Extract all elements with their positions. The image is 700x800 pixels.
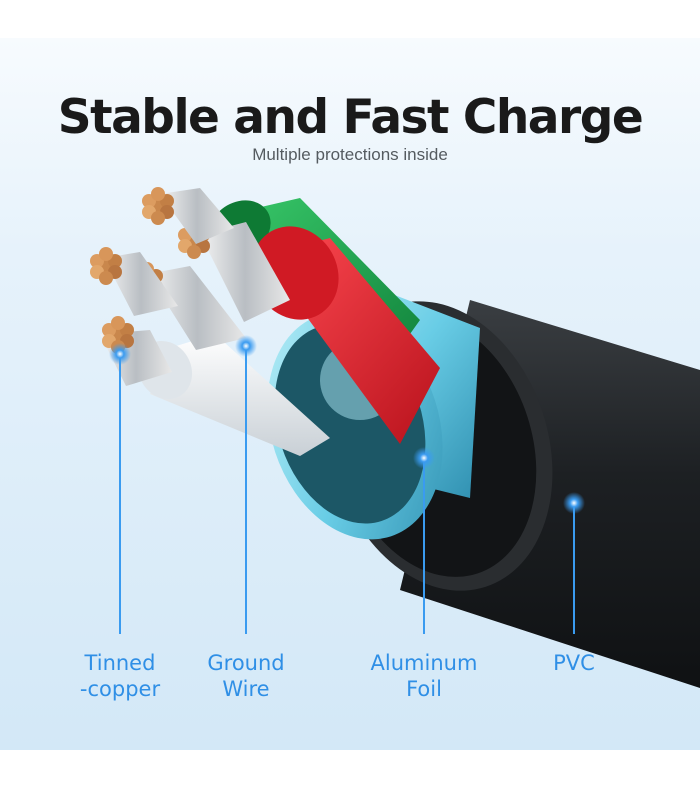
callout-aluminum-foil — [413, 447, 435, 634]
callout-ground-wire — [235, 335, 257, 634]
label-ground-wire-line2: Wire — [222, 677, 270, 701]
label-tinned-copper: Tinned -copper — [60, 650, 180, 702]
label-tinned-copper-line1: Tinned — [84, 651, 156, 675]
label-pvc: PVC — [524, 650, 624, 676]
cable-cross-section-illustration — [90, 187, 700, 688]
banner-title: Stable and Fast Charge — [57, 90, 644, 145]
callout-pvc — [563, 492, 585, 634]
label-aluminum-foil-line2: Foil — [406, 677, 442, 701]
label-aluminum-foil: Aluminum Foil — [354, 650, 494, 702]
label-aluminum-foil-line1: Aluminum — [370, 651, 478, 675]
label-tinned-copper-line2: -copper — [79, 677, 161, 701]
strand-bundle-green — [90, 187, 234, 316]
label-ground-wire: Ground Wire — [186, 650, 306, 702]
product-banner: Stable and Fast Charge Multiple protecti… — [0, 38, 700, 750]
callout-tinned-copper — [109, 343, 131, 634]
label-pvc-line1: PVC — [553, 651, 595, 675]
label-ground-wire-line1: Ground — [207, 651, 285, 675]
banner-subtitle: Multiple protections inside — [252, 145, 448, 164]
